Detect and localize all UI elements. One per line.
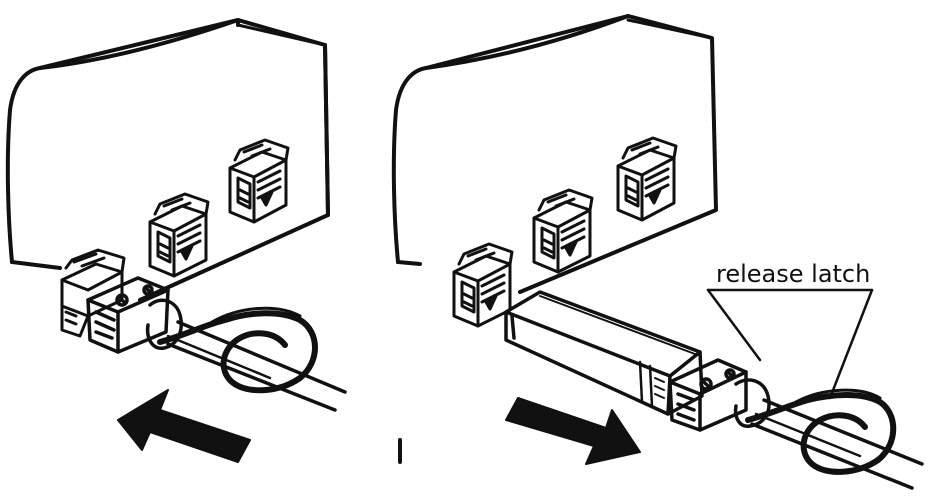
remove-arrow xyxy=(506,398,640,464)
panel-remove: release latch xyxy=(394,16,922,488)
panel-insert xyxy=(8,20,345,462)
sfp-port-right-3 xyxy=(454,244,512,326)
sfp-port-right-1 xyxy=(618,138,676,220)
release-latch-callout xyxy=(708,290,872,398)
sfp-port-left-3 xyxy=(62,250,124,336)
sfp-port-left-2 xyxy=(150,194,208,276)
release-latch-label: release latch xyxy=(716,260,870,288)
sfp-port-left-1 xyxy=(230,140,288,222)
switch-chassis-left xyxy=(8,20,328,300)
insert-arrow xyxy=(118,390,250,462)
sfp-port-right-2 xyxy=(534,190,592,272)
